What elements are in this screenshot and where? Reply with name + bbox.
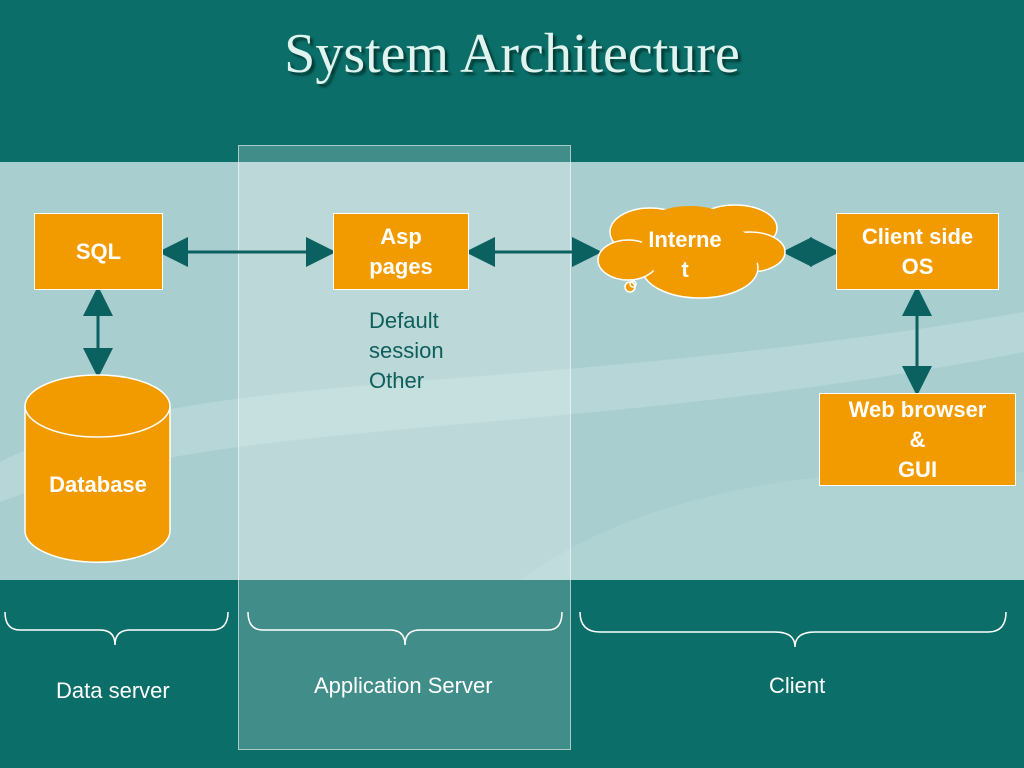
brace-client	[579, 611, 1007, 648]
asp-pages-box: Asp pages	[333, 213, 469, 290]
brace-data-server	[4, 611, 229, 646]
background-swoosh	[0, 312, 1024, 580]
tier-label-data-server: Data server	[56, 678, 170, 703]
tier-label-application-server: Application Server	[314, 673, 493, 698]
tier-label-client: Client	[769, 673, 826, 698]
asp-note-other: Other	[369, 368, 425, 393]
asp-notes: Default session Other	[369, 306, 444, 396]
internet-label: Interne t	[648, 227, 722, 282]
database-label: Database	[49, 472, 147, 497]
database-cylinder	[24, 374, 171, 563]
asp-note-session: session	[369, 338, 444, 363]
brace-application-server	[247, 611, 563, 646]
slide-title: System Architecture	[284, 23, 740, 85]
client-side-os-box: Client side OS	[836, 213, 999, 290]
internet-cloud	[597, 204, 786, 299]
web-browser-gui-box: Web browser & GUI	[819, 393, 1016, 486]
sql-box: SQL	[34, 213, 163, 290]
asp-note-default: Default	[369, 308, 439, 333]
